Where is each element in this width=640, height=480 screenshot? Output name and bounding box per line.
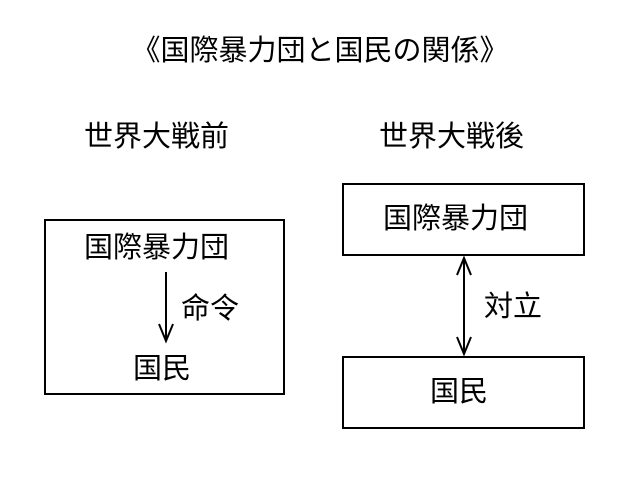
after-citizens-box: [342, 356, 585, 429]
diagram-title: 《国際暴力団と国民の関係》: [131, 33, 509, 67]
after-conflict-label: 対立: [484, 289, 543, 323]
before-war-box: [44, 219, 285, 395]
before-war-heading: 世界大戦前: [84, 119, 230, 153]
conflict-arrow-head-down: [456, 336, 472, 357]
before-citizens-label: 国民: [133, 351, 192, 385]
after-gang-box: [342, 183, 585, 256]
before-command-label: 命令: [181, 291, 240, 325]
before-gang-label: 国際暴力団: [84, 230, 230, 264]
after-war-heading: 世界大戦後: [379, 119, 525, 153]
after-gang-label: 国際暴力団: [383, 201, 529, 235]
conflict-arrow: [456, 255, 472, 357]
conflict-arrow-head-up: [456, 255, 472, 276]
after-citizens-label: 国民: [430, 374, 489, 408]
